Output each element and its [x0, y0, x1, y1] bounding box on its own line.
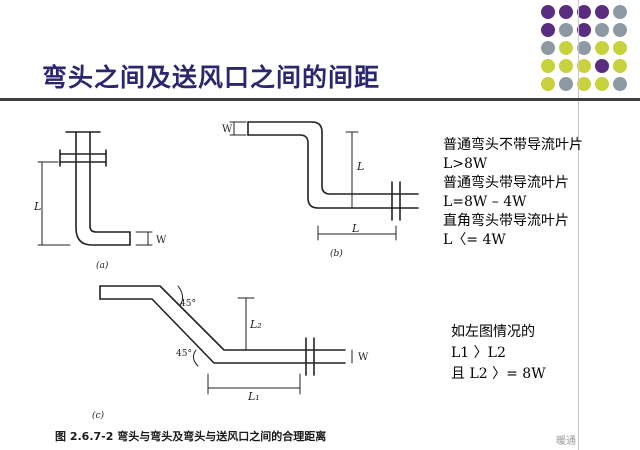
drawing-c-duct	[99, 285, 346, 376]
drawing-b-duct	[247, 121, 419, 221]
duct-drawing: L W (a) W L L (b) 45° 45° L₂ L₁ W (c)	[33, 121, 419, 421]
decorative-dot	[559, 77, 573, 91]
drawing-a-W-label: W	[156, 235, 167, 246]
drawing-a-dimensions	[37, 161, 153, 246]
decorative-dot	[595, 59, 609, 73]
drawing-c-tag: (c)	[92, 410, 105, 421]
decorative-dot	[613, 59, 627, 73]
decorative-dot	[595, 41, 609, 55]
decorative-dot	[595, 77, 609, 91]
figure-caption: 图 2.6.7-2 弯头与弯头及弯头与送风口之间的合理距离	[55, 430, 327, 443]
decorative-dot	[613, 5, 627, 19]
watermark: 暖通	[556, 436, 576, 447]
note-line: 普通弯头不带导流叶片	[443, 137, 583, 153]
decorative-dot	[595, 23, 609, 37]
decorative-dot	[559, 59, 573, 73]
note-line: 直角弯头带导流叶片	[443, 213, 569, 229]
drawing-b-dimensions	[229, 121, 397, 241]
drawing-c-angle-top-label: 45°	[180, 299, 196, 309]
decorative-dot	[595, 5, 609, 19]
title-underline	[0, 98, 640, 101]
drawing-c-angle-bottom-label: 45°	[176, 349, 192, 359]
decorative-dot	[541, 59, 555, 73]
notes-top: 普通弯头不带导流叶片 L>8W 普通弯头带导流叶片 L=8W – 4W 直角弯头…	[443, 136, 583, 250]
drawing-a-tag: (a)	[96, 260, 109, 271]
drawing-b-L-vertical-label: L	[356, 160, 364, 173]
note-line: L>8W	[443, 156, 488, 172]
decorative-dot	[559, 41, 573, 55]
decorative-dot	[577, 23, 591, 37]
note-line: 普通弯头带导流叶片	[443, 175, 569, 191]
slide-title: 弯头之间及送风口之间的间距	[42, 63, 381, 92]
note-line: L1 〉L2	[451, 345, 506, 361]
drawing-a-L-label: L	[33, 200, 41, 213]
note-line: 如左图情况的	[451, 324, 535, 340]
drawing-b-tag: (b)	[330, 248, 343, 259]
decorative-dot	[559, 23, 573, 37]
decorative-dot	[541, 23, 555, 37]
drawing-a-duct	[59, 131, 131, 246]
drawing-c-W-label: W	[358, 352, 369, 363]
decorative-dot	[541, 5, 555, 19]
drawing-b-W-label: W	[222, 124, 233, 135]
decorative-dot	[613, 77, 627, 91]
decorative-dot	[577, 5, 591, 19]
drawing-c-L1-label: L₁	[247, 390, 260, 403]
decorative-dot	[613, 23, 627, 37]
decorative-dot	[613, 41, 627, 55]
notes-bottom: 如左图情况的 L1 〉L2 且 L2 〉= 8W	[451, 322, 546, 385]
note-line: L〈= 4W	[443, 232, 506, 248]
vertical-divider	[578, 0, 579, 450]
drawing-b-L-horizontal-label: L	[351, 222, 359, 235]
decorative-dot	[577, 41, 591, 55]
decorative-dot	[541, 77, 555, 91]
decorative-dot	[577, 59, 591, 73]
drawing-c-dimensions	[177, 285, 353, 395]
note-line: 且 L2 〉= 8W	[451, 366, 546, 382]
decorative-dot	[559, 5, 573, 19]
note-line: L=8W – 4W	[443, 194, 527, 210]
decorative-dot	[577, 77, 591, 91]
drawing-c-L2-label: L₂	[249, 318, 262, 331]
decorative-dot	[541, 41, 555, 55]
